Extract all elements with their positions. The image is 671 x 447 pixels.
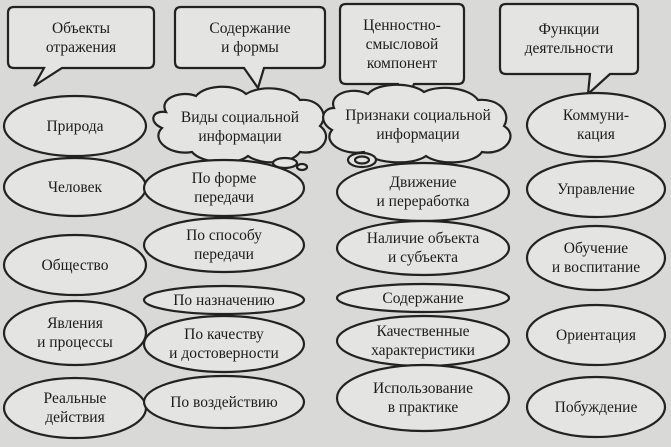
node-ellipse-0-0 [2, 94, 148, 158]
cloud-signs-bubble-1-inner [353, 155, 371, 165]
cloud-types-bubble-2 [295, 162, 309, 172]
node-ellipse-1-0 [142, 158, 306, 218]
node-ellipse-1-4 [142, 374, 306, 430]
node-ellipse-3-0 [525, 91, 667, 159]
node-ellipse-1-3 [142, 314, 306, 374]
node-ellipse-3-4 [525, 375, 667, 439]
node-ellipse-3-2 [525, 224, 667, 292]
node-ellipse-1-1 [142, 216, 306, 274]
node-ellipse-1-2 [142, 284, 306, 316]
header-callout-functions [498, 2, 640, 97]
node-ellipse-3-1 [525, 159, 667, 219]
node-ellipse-2-2 [335, 282, 511, 314]
cloud-signs [322, 83, 512, 164]
node-ellipse-0-2 [2, 233, 148, 297]
cloud-types [152, 85, 327, 164]
node-ellipse-2-3 [335, 314, 511, 368]
node-ellipse-0-4 [2, 376, 148, 440]
node-ellipse-0-1 [2, 156, 148, 218]
node-ellipse-3-3 [525, 303, 667, 367]
node-ellipse-2-4 [335, 363, 511, 433]
cloud-types-bubble-1 [271, 156, 299, 170]
header-callout-objects [6, 5, 156, 87]
node-ellipse-2-0 [335, 161, 511, 223]
header-callout-content [173, 5, 327, 91]
node-ellipse-2-1 [335, 219, 511, 277]
node-ellipse-0-3 [2, 299, 148, 367]
